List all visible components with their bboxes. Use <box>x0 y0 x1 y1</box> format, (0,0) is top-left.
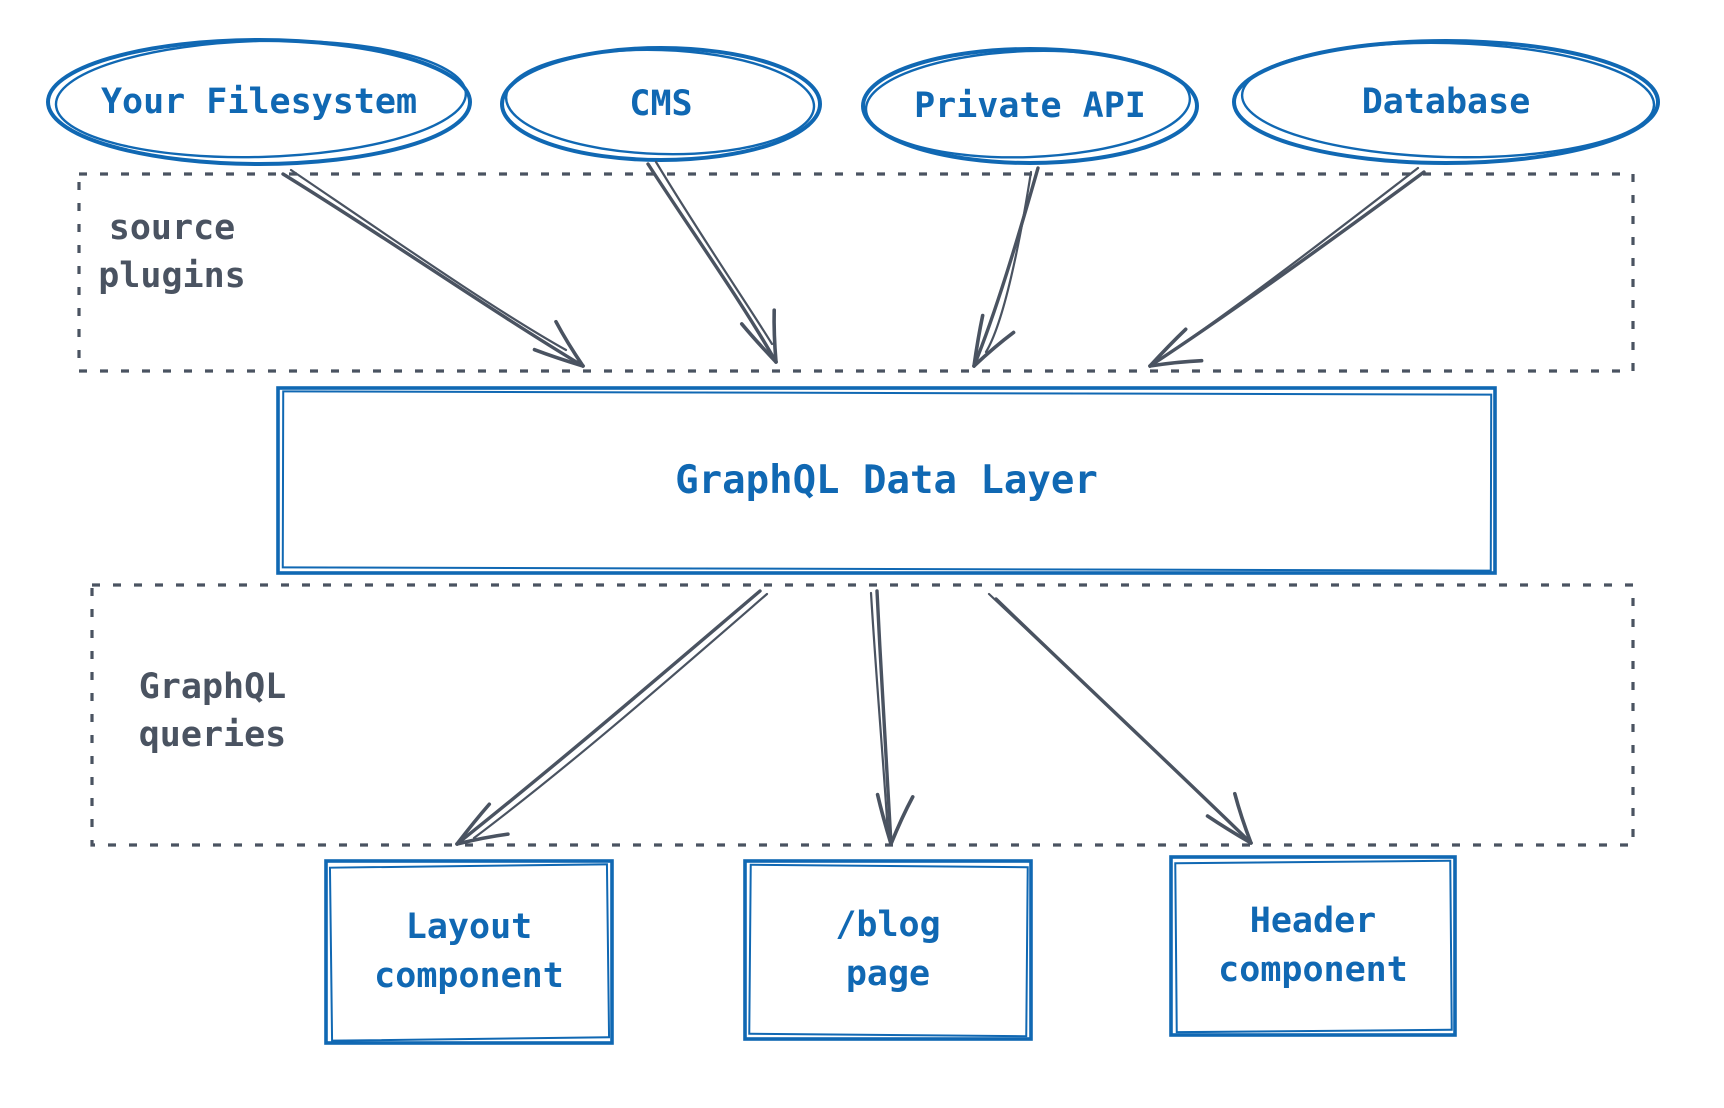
output-node-header-component: Header component <box>1218 901 1408 990</box>
output-node-layout-component: Layout component <box>374 907 564 996</box>
ellipse-cms <box>500 46 822 162</box>
arrow-database-to-datalayer <box>1148 166 1426 368</box>
arrow-datalayer-to-layout <box>455 589 769 846</box>
graphql-queries-group-border <box>90 583 1635 847</box>
arrow-cms-to-datalayer <box>646 160 778 364</box>
source-node-database: Database <box>1361 82 1531 122</box>
layout-component-box <box>324 859 614 1045</box>
arrow-filesystem-to-datalayer <box>281 168 585 368</box>
ellipse-private-api <box>861 47 1199 165</box>
data-layer-box <box>276 386 1497 575</box>
data-layer-node-label: GraphQL Data Layer <box>675 458 1098 503</box>
graphql-queries-label: GraphQL queries <box>138 667 287 755</box>
blog-page-box <box>743 859 1033 1041</box>
ellipse-database <box>1232 39 1660 165</box>
arrow-datalayer-to-header <box>987 592 1253 845</box>
arrow-datalayer-to-blogpage <box>869 589 915 846</box>
source-plugins-label: source plugins <box>98 208 246 296</box>
source-node-your-filesystem: Your Filesystem <box>100 82 418 122</box>
source-plugins-group-border <box>77 172 1635 373</box>
source-node-private-api: Private API <box>914 86 1146 126</box>
header-component-box <box>1169 855 1457 1037</box>
source-node-cms: CMS <box>629 84 693 124</box>
ellipse-your-filesystem <box>46 38 472 166</box>
output-node-blog-page: /blog page <box>835 905 941 994</box>
arrow-privateapi-to-datalayer <box>972 166 1040 368</box>
